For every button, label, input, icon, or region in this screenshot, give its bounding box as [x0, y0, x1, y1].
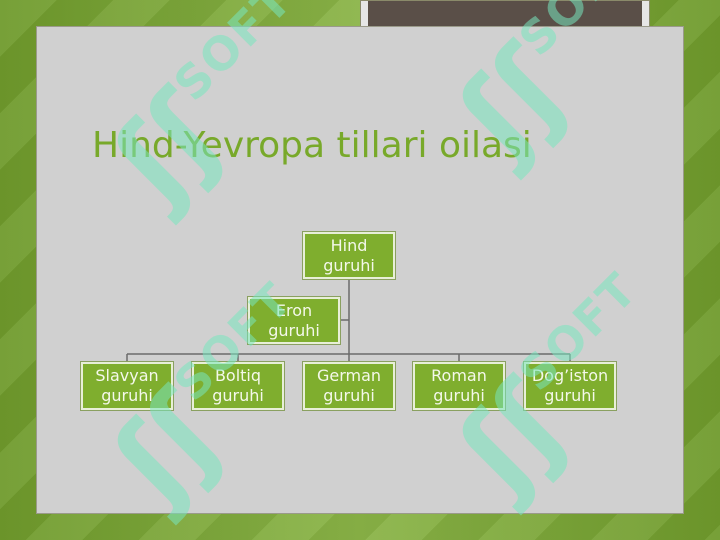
node-root[interactable]: Hind guruhi — [302, 231, 396, 280]
node-child-3-label: German guruhi — [316, 366, 382, 405]
node-branch-label: Eron guruhi — [268, 300, 320, 340]
node-child-5[interactable]: Dog’iston guruhi — [523, 361, 617, 411]
node-root-label: Hind guruhi — [323, 235, 375, 275]
node-child-1[interactable]: Slavyan guruhi — [80, 361, 174, 411]
node-child-5-label: Dog’iston guruhi — [531, 366, 609, 405]
node-child-1-label: Slavyan guruhi — [95, 366, 159, 405]
node-branch[interactable]: Eron guruhi — [247, 296, 341, 345]
node-child-4[interactable]: Roman guruhi — [412, 361, 506, 411]
node-child-2-label: Boltiq guruhi — [212, 366, 264, 405]
node-child-2[interactable]: Boltiq guruhi — [191, 361, 285, 411]
node-child-3[interactable]: German guruhi — [302, 361, 396, 411]
slide-title: Hind-Yevropa tillari oilasi — [92, 125, 532, 166]
node-child-4-label: Roman guruhi — [431, 366, 487, 405]
